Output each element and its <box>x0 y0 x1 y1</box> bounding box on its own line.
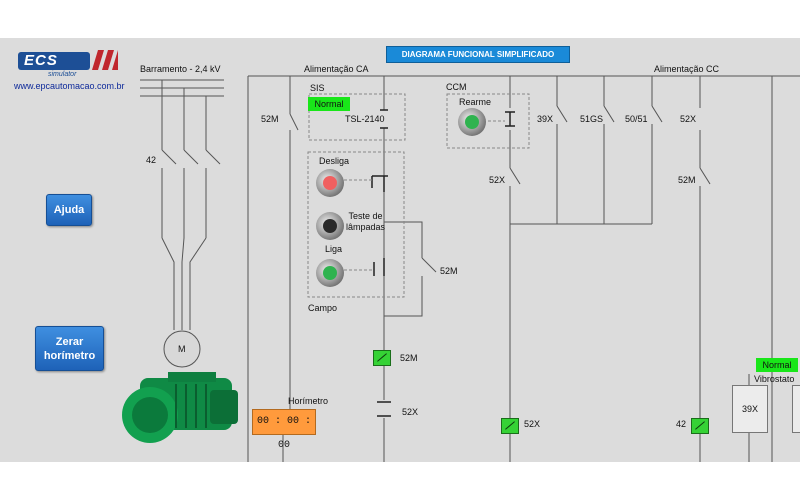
rearme-label: Rearme <box>459 97 492 107</box>
vibrostato-label: Vibrostato <box>754 374 795 384</box>
relay-39x-box: 39X <box>732 385 768 433</box>
contact-52x-cc-label: 52X <box>680 114 697 124</box>
reset-label-line2: horímetro <box>43 349 96 362</box>
motor-symbol <box>163 330 201 368</box>
vibrostato-status-badge: Normal <box>756 358 798 372</box>
lamp-test-label: Teste de lâmpadas <box>346 211 385 233</box>
contact-39x-label: 39X <box>537 114 554 124</box>
horimeter-display: 00 : 00 : 00 <box>252 409 316 451</box>
contact-42-label: 42 <box>146 155 157 165</box>
ac-supply-label: Alimentação CA <box>304 64 369 74</box>
ccm-label: CCM <box>446 82 467 92</box>
logo-brand: ECS <box>24 52 58 69</box>
page-title: DIAGRAMA FUNCIONAL SIMPLIFICADO <box>386 46 570 63</box>
relay-box-edge <box>792 385 800 433</box>
motor-image <box>122 372 238 443</box>
campo-label: Campo <box>308 303 338 313</box>
motor-label: M <box>178 344 186 354</box>
contact-52x-ccm-label: 52X <box>489 175 506 185</box>
rearme-pushbutton[interactable] <box>458 108 486 136</box>
coil-52m-label: 52M <box>400 353 418 363</box>
sis-label: SIS <box>310 83 325 93</box>
coil-52m <box>373 350 391 366</box>
lamp-test-pushbutton[interactable] <box>316 212 344 240</box>
tsl-label: TSL-2140 <box>345 114 385 124</box>
help-button[interactable]: Ajuda <box>46 194 92 226</box>
dc-supply-label: Alimentação CC <box>654 64 720 74</box>
website-link[interactable]: www.epcautomacao.com.br <box>14 81 125 91</box>
contact-52m-label: 52M <box>261 114 279 124</box>
diagram-panel <box>0 38 800 462</box>
ecs-logo: ECS simulator <box>18 46 118 78</box>
contact-51gs-label: 51GS <box>580 114 604 124</box>
coil-42 <box>691 418 709 434</box>
reset-label-line1: Zerar <box>55 335 84 348</box>
busbar-label: Barramento - 2,4 kV <box>140 64 221 74</box>
lamp-test-line2: lâmpadas <box>346 222 386 232</box>
coil-42-label: 42 <box>676 419 687 429</box>
contact-52m-seal-label: 52M <box>440 266 458 276</box>
coil-52x <box>501 418 519 434</box>
lamp-test-line1: Teste de <box>348 211 383 221</box>
liga-pushbutton[interactable] <box>316 259 344 287</box>
contact-5051-label: 50/51 <box>625 114 648 124</box>
contact-52m-cc-label: 52M <box>678 175 696 185</box>
sis-status-badge: Normal <box>308 97 350 111</box>
contact-52x-ca-label: 52X <box>402 407 419 417</box>
coil-52x-label: 52X <box>524 419 541 429</box>
liga-label: Liga <box>325 244 343 254</box>
logo-tagline: simulator <box>48 71 77 78</box>
reset-horimeter-button[interactable]: Zerar horímetro <box>35 326 104 371</box>
desliga-pushbutton[interactable] <box>316 169 344 197</box>
desliga-label: Desliga <box>319 156 350 166</box>
horimetro-label: Horímetro <box>288 396 329 406</box>
